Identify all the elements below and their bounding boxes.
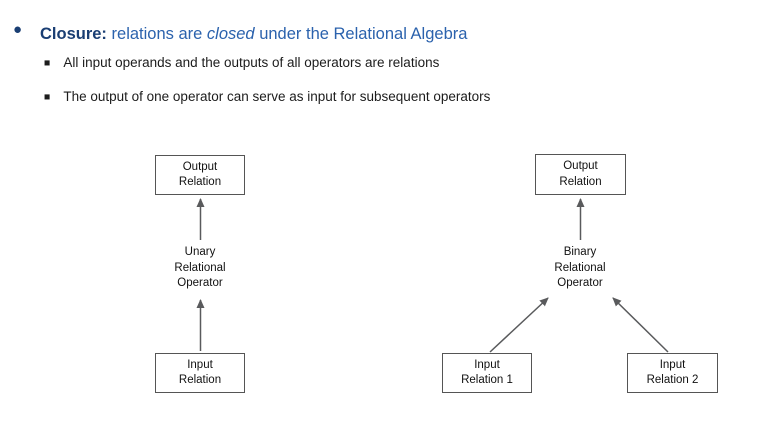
box-line: Relation 2 xyxy=(646,374,699,386)
title-pre-italic: relations are xyxy=(106,25,207,43)
square-bullet-icon: ■ xyxy=(44,91,51,103)
operator-line: Unary xyxy=(184,246,216,258)
bullet-item-2-text: The output of one operator can serve as … xyxy=(63,89,491,104)
box-line: Input xyxy=(187,358,213,371)
bullet-item-1: ■ All input operands and the outputs of a… xyxy=(44,54,439,73)
bullet-item-2: ■ The output of one operator can serve as… xyxy=(44,88,490,107)
page-title: Closure: relations are closed under the … xyxy=(40,24,467,45)
binary-input-relation-1-box: Input Relation 1 xyxy=(442,353,532,393)
operator-line: Binary xyxy=(563,246,597,258)
binary-output-relation-box: Output Relation xyxy=(535,154,626,195)
square-bullet-icon: ■ xyxy=(44,57,51,69)
title-italic-word: closed xyxy=(206,25,255,43)
box-line: Input xyxy=(474,358,500,371)
operator-line: Operator xyxy=(557,277,603,289)
unary-output-relation-box: Output Relation xyxy=(155,155,245,195)
box-line: Output xyxy=(563,160,598,172)
box-line: Relation xyxy=(178,374,222,386)
binary-input1-to-operator-arrow xyxy=(489,297,549,353)
box-line: Input xyxy=(659,358,686,371)
title-bullet-icon: ● xyxy=(13,21,23,38)
unary-operator-label: Unary Relational Operator xyxy=(155,245,245,292)
title-lead: Closure: xyxy=(40,25,107,43)
binary-operator-label: Binary Relational Operator xyxy=(535,245,625,292)
box-line: Relation 1 xyxy=(461,374,513,386)
box-line: Relation xyxy=(178,176,222,188)
bullet-item-1-text: All input operands and the outputs of al… xyxy=(63,55,440,70)
operator-line: Relational xyxy=(174,261,226,274)
operator-line: Operator xyxy=(177,277,223,289)
box-line: Output xyxy=(182,160,218,173)
binary-input2-to-operator-arrow xyxy=(612,297,669,353)
binary-input-relation-2-box: Input Relation 2 xyxy=(627,353,718,393)
unary-input-relation-box: Input Relation xyxy=(155,353,245,393)
title-post-italic: under the Relational Algebra xyxy=(254,25,468,43)
box-line: Relation xyxy=(559,175,602,188)
operator-line: Relational xyxy=(554,261,606,274)
